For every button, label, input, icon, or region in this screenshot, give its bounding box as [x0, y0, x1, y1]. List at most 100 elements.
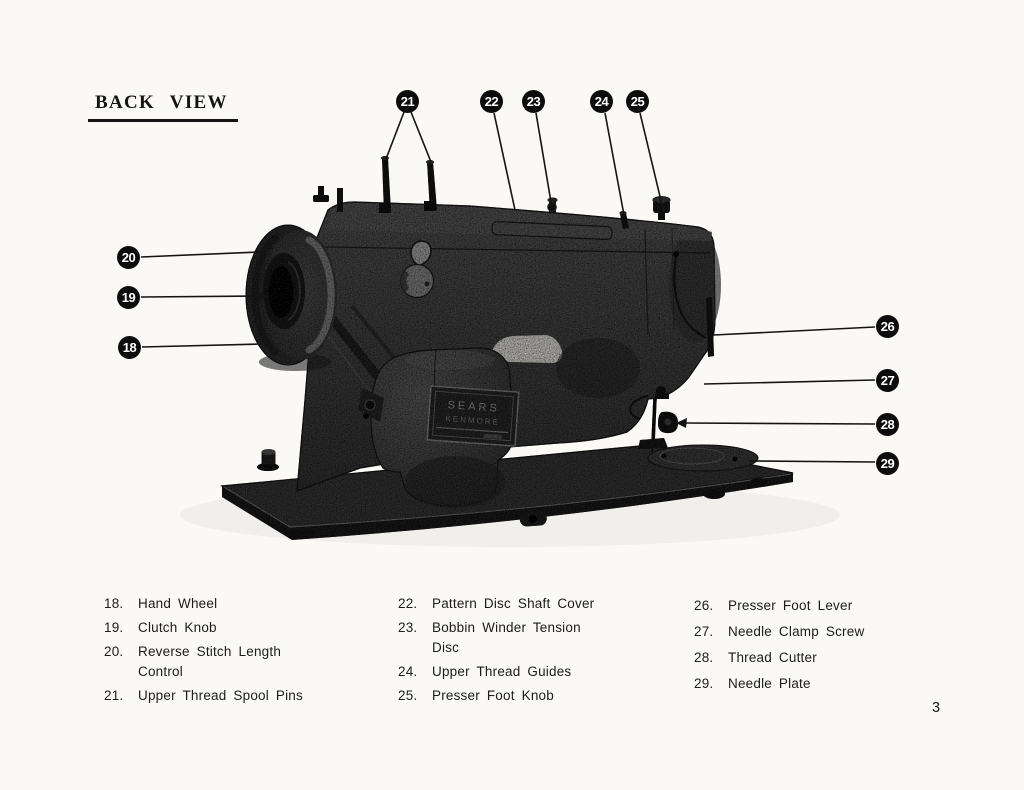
callout-badge-23: 23 [522, 90, 545, 113]
legend-item: 18. Hand Wheel [104, 594, 303, 614]
legend-label: Upper Thread Spool Pins [138, 688, 303, 703]
leader-29 [748, 460, 876, 463]
legend-label: Upper Thread Guides [432, 664, 572, 679]
base-thumb-screw [257, 449, 279, 471]
needle-plate [647, 444, 759, 472]
callout-badge-29: 29 [876, 452, 899, 475]
callout-badge-27: 27 [876, 369, 899, 392]
legend-label: Thread Cutter [728, 650, 817, 665]
leader-28 [683, 422, 876, 425]
base-foot-rear [750, 478, 768, 486]
legend-item: 28. Thread Cutter [694, 648, 864, 668]
leader-25 [639, 112, 664, 210]
base-foot-left [289, 529, 315, 539]
legend-label: Presser Foot Lever [728, 598, 853, 613]
presser-foot-knob [652, 196, 671, 220]
leader-24 [604, 112, 625, 216]
motor-top-highlight [405, 350, 495, 370]
wire-anchor [673, 251, 679, 257]
callout-lines [140, 111, 876, 463]
thread-guide-wire [673, 255, 707, 339]
machine-body-group: SEARS KENMORE [220, 156, 794, 540]
callout-badge-21: 21 [396, 90, 419, 113]
needle-clamp-screw [655, 386, 669, 399]
leader-19 [140, 295, 261, 298]
head-shading [669, 227, 721, 343]
legend-number: 29. [694, 676, 714, 691]
legend-item: 21. Upper Thread Spool Pins [104, 686, 303, 706]
end-cover-seam [671, 227, 675, 331]
legend-label: Presser Foot Knob [432, 688, 554, 703]
callout-badge-22: 22 [480, 90, 503, 113]
brand-badge: SEARS KENMORE [426, 385, 520, 447]
callout-badge-20: 20 [117, 246, 140, 269]
legend-label: Bobbin Winder Tension Disc [432, 620, 581, 655]
under-arm-shadow [556, 338, 640, 398]
motor-bracket [358, 388, 384, 422]
legend-label: Needle Plate [728, 676, 811, 691]
leader-26 [713, 326, 876, 336]
spool-pin-left [379, 156, 391, 213]
legend-item: 27. Needle Clamp Screw [694, 622, 864, 642]
legend-number: 19. [104, 620, 124, 635]
leader-21b [410, 111, 432, 163]
legend-item: 20. Reverse Stitch Length Control [104, 642, 303, 682]
legend-column-2: 22. Pattern Disc Shaft Cover 23. Bobbin … [398, 594, 594, 706]
leader-18 [141, 343, 262, 348]
leader-21a [385, 111, 405, 160]
legend-number: 22. [398, 596, 418, 611]
callout-badge-25: 25 [626, 90, 649, 113]
leader-20 [140, 251, 260, 258]
legend-number: 23. [398, 620, 418, 635]
leader-28-arrowhead [676, 418, 687, 428]
legend-number: 25. [398, 688, 418, 703]
legend-item: 25. Presser Foot Knob [398, 686, 594, 706]
face-plate-seam [644, 229, 649, 336]
leader-22 [493, 112, 516, 211]
legend-label: Needle Clamp Screw [728, 624, 865, 639]
legend-item: 29. Needle Plate [694, 674, 864, 694]
legend-label: Pattern Disc Shaft Cover [432, 596, 595, 611]
presser-foot-lever [706, 297, 714, 357]
legend-item: 23. Bobbin Winder Tension Disc [398, 618, 594, 658]
badge-model-text: KENMORE [445, 414, 500, 427]
base-plate-front [222, 473, 793, 540]
thread-cutter-notch [664, 418, 672, 426]
top-cover-band [328, 203, 712, 241]
legend-number: 20. [104, 644, 124, 659]
callout-badge-26: 26 [876, 315, 899, 338]
base-foot-tab [519, 511, 547, 527]
base-foot-right [703, 489, 725, 499]
presser-foot [638, 438, 668, 449]
leader-19-arrowhead [257, 291, 268, 301]
callout-badge-24: 24 [590, 90, 613, 113]
needle-bar [651, 397, 657, 444]
motor-lower-bulge [405, 456, 505, 508]
badge-brand-text: SEARS [447, 399, 500, 415]
leader-23 [535, 112, 553, 209]
legend-item: 24. Upper Thread Guides [398, 662, 594, 682]
legend-item: 22. Pattern Disc Shaft Cover [398, 594, 594, 614]
callout-badge-19: 19 [117, 286, 140, 309]
legend-label: Hand Wheel [138, 596, 218, 611]
base-plate-edge-highlight [223, 473, 792, 528]
stitch-selector-lever [410, 240, 432, 267]
legend-number: 28. [694, 650, 714, 665]
leader-27 [703, 379, 876, 385]
bobbin-winder-tension-disc [547, 197, 558, 213]
legend-number: 24. [398, 664, 418, 679]
legend-item: 19. Clutch Knob [104, 618, 303, 638]
top-left-bolt [313, 186, 343, 212]
legend-item: 26. Presser Foot Lever [694, 596, 864, 616]
top-seam [323, 246, 712, 254]
legend-label: Clutch Knob [138, 620, 217, 635]
legend-number: 27. [694, 624, 714, 639]
spool-pin-right [424, 160, 437, 211]
legend-column-1: 18. Hand Wheel 19. Clutch Knob 20. Rever… [104, 594, 303, 706]
legend-label: Reverse Stitch Length Control [138, 644, 282, 679]
thread-loop-wire [629, 395, 649, 420]
callout-badge-28: 28 [876, 413, 899, 436]
clutch-knob [263, 253, 305, 329]
harp-opening [492, 335, 563, 363]
